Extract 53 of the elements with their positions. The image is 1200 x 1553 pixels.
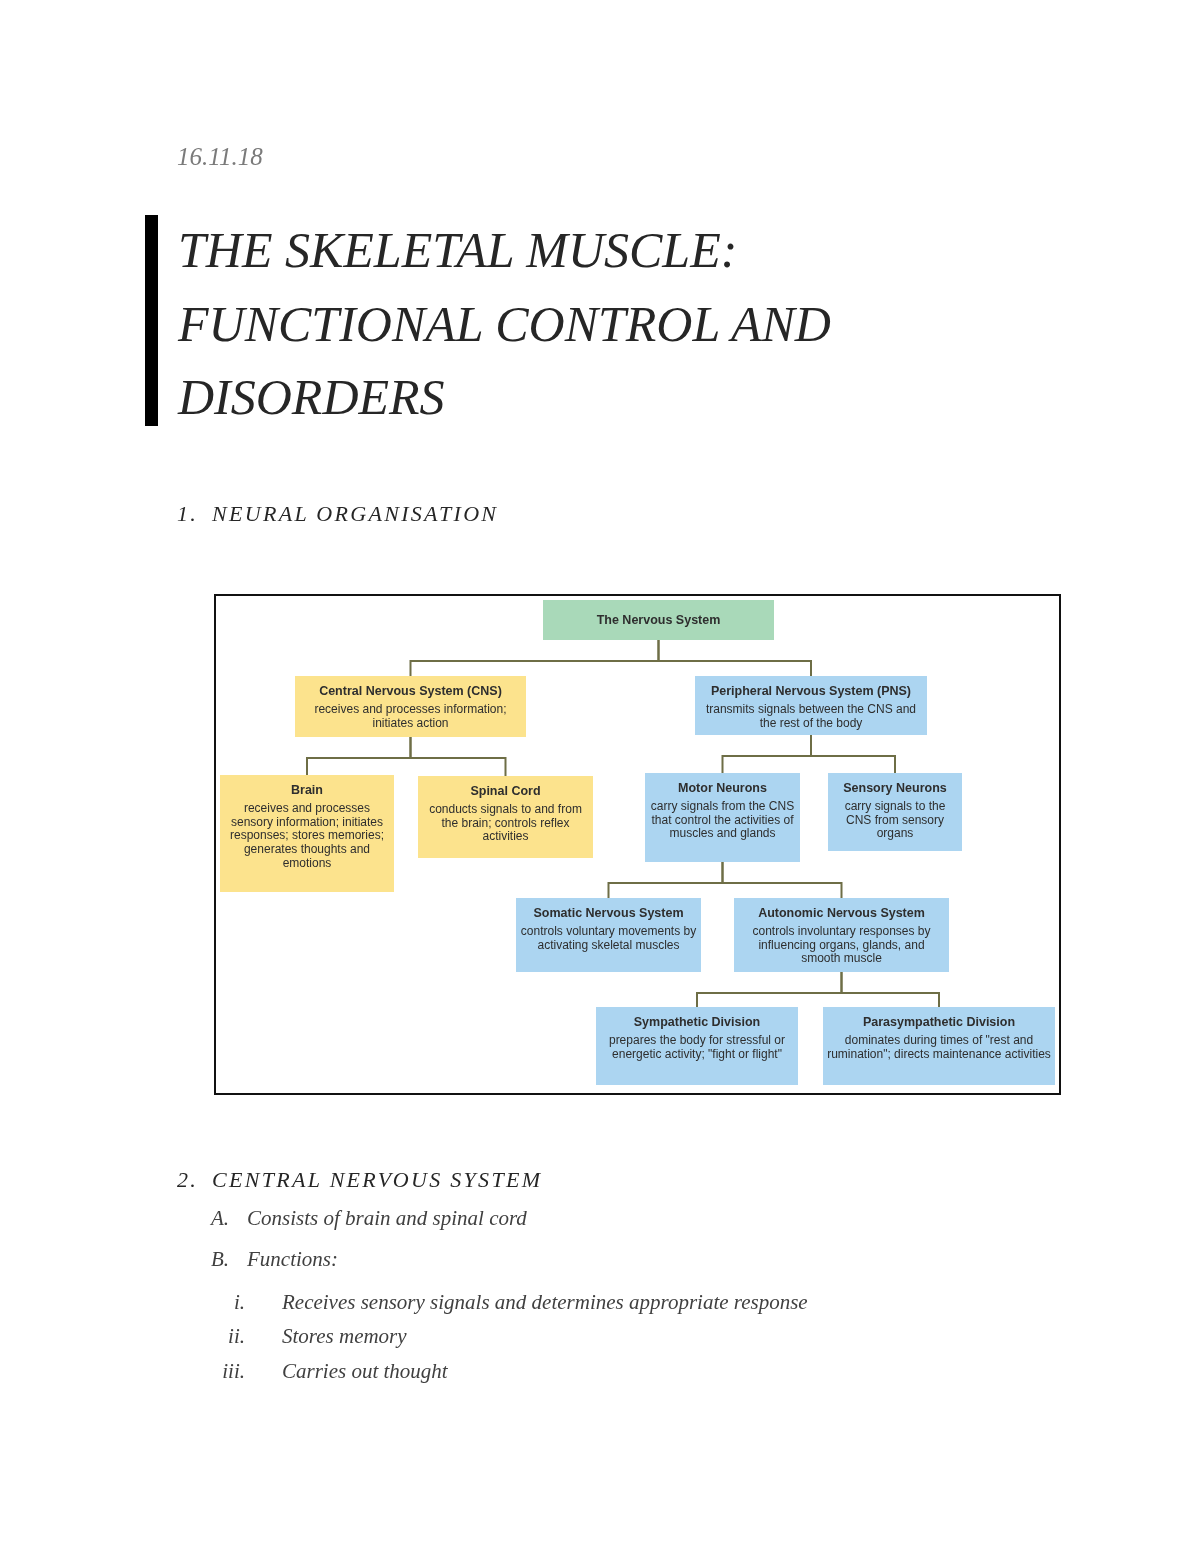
section-number: 1. bbox=[177, 501, 199, 527]
node-description: receives and processes information; initiates action bbox=[313, 703, 508, 731]
node-heading: Parasympathetic Division bbox=[862, 1015, 1016, 1030]
node-heading: Peripheral Nervous System (PNS) bbox=[710, 684, 912, 699]
connector-line bbox=[409, 736, 507, 777]
category-box bbox=[734, 898, 949, 972]
connector-line bbox=[810, 734, 896, 774]
node-description: carry signals from the CNS that control the activities of muscles and glands bbox=[649, 800, 796, 842]
node-description: transmits signals between the CNS and the rest of the body bbox=[704, 703, 918, 731]
node-description: conducts signals to and from the brain; controls reflex activities bbox=[428, 803, 583, 845]
category-box bbox=[596, 1007, 798, 1085]
node-heading: Central Nervous System (CNS) bbox=[319, 684, 502, 699]
category-box bbox=[645, 773, 800, 862]
category-box bbox=[823, 1007, 1055, 1085]
list-marker: B. bbox=[211, 1247, 230, 1272]
list-marker: ii. bbox=[228, 1324, 245, 1349]
node-description: controls involuntary responses by influencing organs, glands, and smooth muscle bbox=[751, 925, 932, 967]
category-box bbox=[516, 898, 701, 972]
connector-line bbox=[840, 971, 940, 1008]
node-heading: Spinal Cord bbox=[470, 784, 541, 799]
node-description: controls voluntary movements by activating skeletal muscles bbox=[520, 925, 697, 953]
list-marker: i. bbox=[233, 1290, 245, 1315]
list-marker: iii. bbox=[222, 1359, 245, 1384]
page-title: THE SKELETAL MUSCLE: FUNCTIONAL CONTROL AND DISORDERS bbox=[178, 221, 832, 427]
list-item: Receives sensory signals and determines appropriate response bbox=[282, 1290, 808, 1315]
connector-line bbox=[657, 639, 812, 677]
category-box bbox=[295, 676, 526, 737]
node-heading: Brain bbox=[291, 783, 323, 798]
section-heading: CENTRAL NERVOUS SYSTEM bbox=[212, 1167, 543, 1193]
node-description: receives and processes sensory information; initiates responses; stores memories; generates thoughts and emotions bbox=[228, 802, 386, 871]
node-heading: Autonomic Nervous System bbox=[758, 906, 925, 921]
node-heading: Sympathetic Division bbox=[633, 1015, 761, 1030]
category-box bbox=[543, 600, 774, 640]
node-heading: Sensory Neurons bbox=[843, 781, 947, 796]
section-heading: NEURAL ORGANISATION bbox=[212, 501, 499, 527]
connector-line bbox=[721, 861, 843, 899]
list-marker: A. bbox=[211, 1206, 230, 1231]
date-text: 16.11.18 bbox=[177, 143, 263, 172]
list-item: Stores memory bbox=[282, 1324, 407, 1349]
node-description: dominates during times of "rest and rumination"; directs maintenance activities bbox=[827, 1034, 1051, 1062]
section-number: 2. bbox=[177, 1167, 199, 1193]
node-description: prepares the body for stressful or energetic activity; "fight or flight" bbox=[607, 1034, 787, 1062]
list-item: Carries out thought bbox=[282, 1359, 448, 1384]
list-item: Consists of brain and spinal cord bbox=[247, 1206, 527, 1231]
category-box bbox=[220, 775, 394, 892]
node-heading: The Nervous System bbox=[596, 612, 721, 628]
node-description: carry signals to the CNS from sensory organs bbox=[843, 800, 947, 842]
node-heading: Somatic Nervous System bbox=[533, 906, 684, 921]
category-box bbox=[828, 773, 962, 851]
list-item: Functions: bbox=[247, 1247, 338, 1272]
category-box bbox=[418, 776, 593, 858]
node-heading: Motor Neurons bbox=[678, 781, 767, 796]
category-box bbox=[695, 676, 927, 735]
